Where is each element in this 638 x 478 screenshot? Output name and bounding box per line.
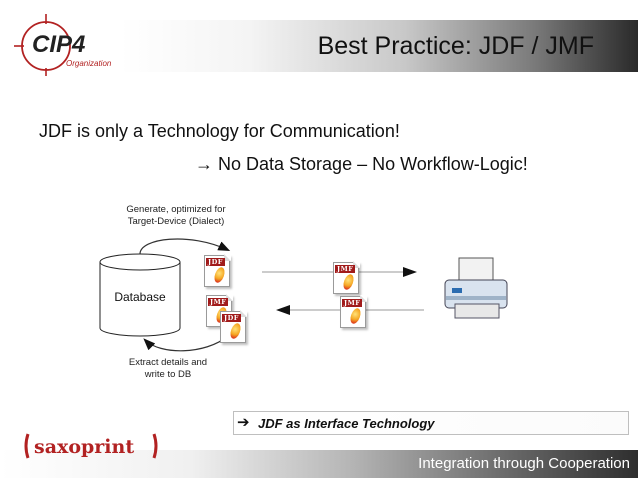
footer-tagline: Integration through Cooperation — [418, 455, 630, 472]
return-arrowhead — [276, 305, 290, 315]
jdf-document-icon-1: JDF — [204, 254, 231, 287]
database-icon — [99, 253, 181, 337]
footer-bar — [0, 450, 638, 478]
generate-label-line-2: Target-Device (Dialect) — [127, 216, 225, 227]
extract-label: Extract details and write to DB — [104, 357, 232, 381]
extract-label-line-1: Extract details and — [128, 357, 208, 368]
callout-text: JDF as Interface Technology — [258, 416, 435, 431]
body-line-1: JDF is only a Technology for Communicati… — [39, 121, 400, 141]
callout-box — [233, 411, 629, 435]
jmf-doc-label-return: JMF — [342, 299, 363, 307]
database-label: Database — [114, 290, 166, 304]
jmf-document-icon-return: JMF — [340, 295, 367, 328]
cip4-logo-subtext: Organization — [66, 59, 112, 68]
title-bar — [120, 20, 638, 72]
generate-arrow — [139, 238, 231, 255]
jmf-doc-label-back: JMF — [208, 298, 229, 306]
slide-title: Best Practice: JDF / JMF — [317, 32, 594, 60]
jmf-document-icon-send: JMF — [333, 261, 360, 294]
saxoprint-logo: saxoprint — [24, 433, 158, 459]
saxoprint-logo-text: saxoprint — [34, 436, 134, 458]
body-line-2: → No Data Storage – No Workflow-Logic! — [195, 154, 528, 174]
jdf-doc-label-1: JDF — [206, 258, 225, 266]
jmf-doc-label-send: JMF — [335, 265, 356, 273]
printer-icon — [444, 257, 508, 319]
extract-arrow — [143, 335, 229, 352]
jdf-doc-label-2: JDF — [222, 314, 241, 322]
generate-label: Generate, optimized for Target-Device (D… — [112, 204, 240, 228]
jdf-document-icon-2: JDF — [220, 310, 247, 343]
generate-label-line-1: Generate, optimized for — [126, 204, 226, 215]
extract-label-line-2: write to DB — [144, 369, 192, 380]
arrow-icon: ➔ — [237, 414, 250, 431]
send-arrowhead — [403, 267, 417, 277]
cip4-logo-text: CIP4 — [32, 31, 85, 58]
cip4-logo: CIP4 Organization — [14, 14, 112, 76]
